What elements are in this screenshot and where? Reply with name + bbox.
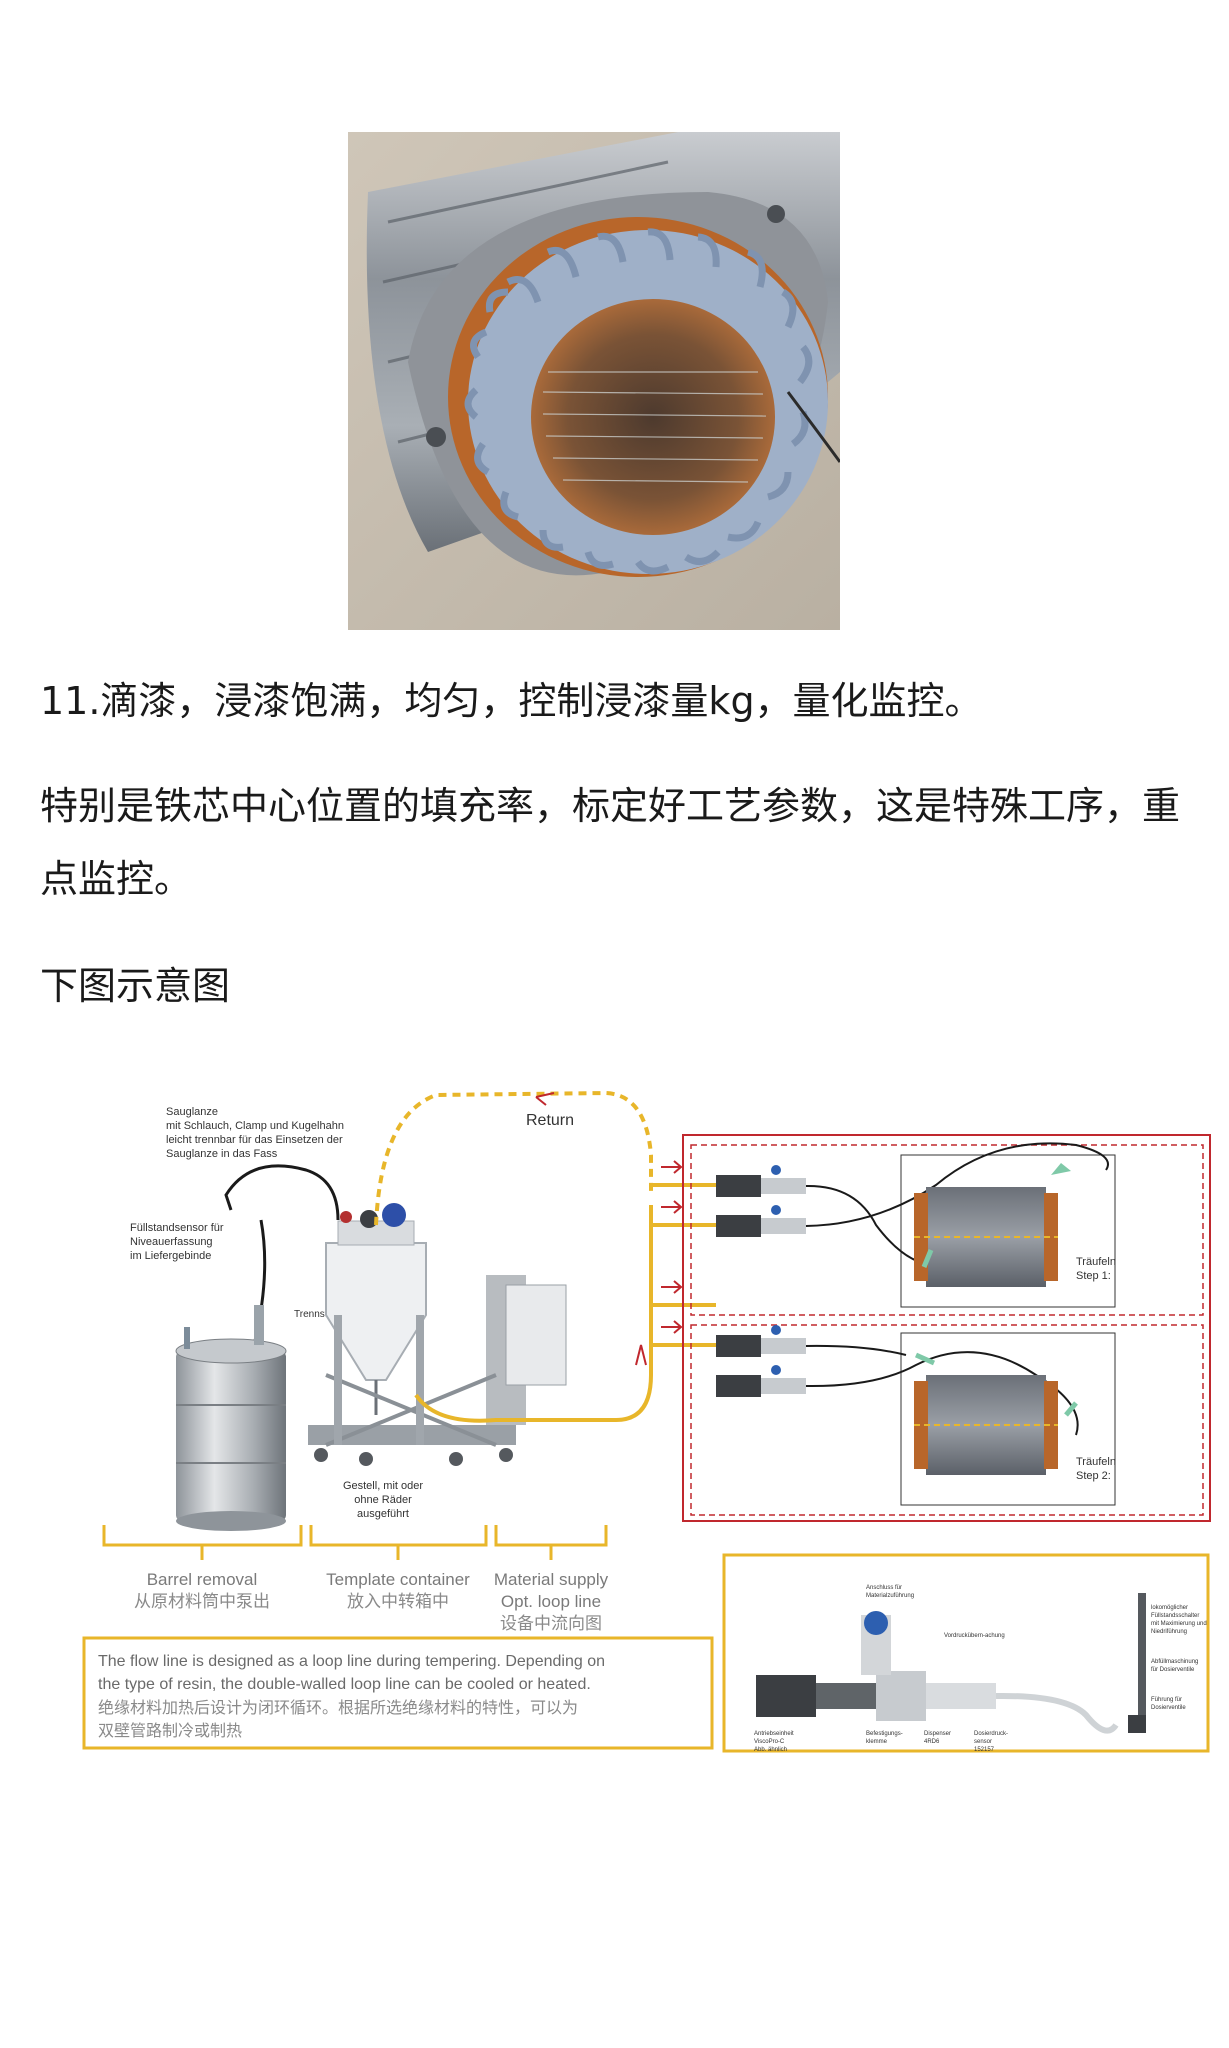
svg-text:4RD6: 4RD6	[924, 1739, 940, 1745]
svg-text:Sauglanze in das Fass: Sauglanze in das Fass	[166, 1148, 278, 1160]
svg-text:Step 1:: Step 1:	[1076, 1270, 1111, 1282]
svg-text:Vordruckübern-achung: Vordruckübern-achung	[944, 1633, 1005, 1639]
step-2-label: Träufeln Step 2:	[1076, 1456, 1116, 1482]
paragraph-diagram-intro: 下图示意图	[40, 950, 1200, 1023]
note-box: The flow line is designed as a loop line…	[84, 1638, 712, 1748]
dripping-system-diagram: Sauglanze mit Schlauch, Clamp und Kugelh…	[76, 1075, 1216, 1785]
svg-text:leicht trennbar für das Einset: leicht trennbar für das Einsetzen der	[166, 1134, 343, 1146]
svg-text:ViscoPro-C: ViscoPro-C	[754, 1739, 785, 1745]
svg-text:Träufeln: Träufeln	[1076, 1456, 1116, 1468]
svg-text:Abfüllmaschinung: Abfüllmaschinung	[1151, 1659, 1198, 1665]
svg-text:im Liefergebinde: im Liefergebinde	[130, 1250, 211, 1262]
svg-text:绝缘材料加热后设计为闭环循环。根据所选绝缘材料的特性，可以为: 绝缘材料加热后设计为闭环循环。根据所选绝缘材料的特性，可以为	[98, 1698, 578, 1717]
svg-text:Befestigungs-: Befestigungs-	[866, 1731, 903, 1737]
svg-text:mit Maximierung und: mit Maximierung und	[1151, 1621, 1207, 1627]
svg-text:Template container: Template container	[326, 1570, 470, 1589]
dispenser-units	[716, 1165, 806, 1397]
svg-text:für Dosierventile: für Dosierventile	[1151, 1667, 1195, 1673]
stator-step-1	[914, 1163, 1071, 1287]
svg-text:从原材料筒中泵出: 从原材料筒中泵出	[134, 1592, 270, 1612]
svg-text:Dosierdruck-: Dosierdruck-	[974, 1731, 1008, 1737]
svg-text:ohne Räder: ohne Räder	[354, 1494, 412, 1506]
svg-text:The flow line is designed as a: The flow line is designed as a loop line…	[98, 1653, 605, 1670]
svg-text:放入中转箱中: 放入中转箱中	[347, 1592, 449, 1612]
svg-text:Abb. ähnlich: Abb. ähnlich	[754, 1747, 787, 1753]
svg-text:Dispenser: Dispenser	[924, 1731, 951, 1737]
svg-text:Niveauerfassung: Niveauerfassung	[130, 1236, 213, 1248]
svg-text:lokomöglicher: lokomöglicher	[1151, 1605, 1188, 1611]
stator-step-2	[914, 1355, 1076, 1475]
svg-text:Material supply: Material supply	[494, 1570, 609, 1589]
resin-barrel	[176, 1305, 286, 1531]
caption-template: Template container 放入中转箱中	[326, 1570, 470, 1612]
paragraph-core-fill: 特别是铁芯中心位置的填充率，标定好工艺参数，这是特殊工序，重点监控。	[40, 770, 1200, 916]
svg-text:Anschluss für: Anschluss für	[866, 1585, 902, 1591]
dispenser-detail-box: Anschluss für Materialzuführung Vordruck…	[724, 1555, 1208, 1753]
sauglanze-label: Sauglanze mit Schlauch, Clamp und Kugelh…	[166, 1106, 344, 1160]
svg-text:mit Schlauch, Clamp und Kugelh: mit Schlauch, Clamp und Kugelhahn	[166, 1120, 344, 1132]
caption-supply: Material supply Opt. loop line 设备中流向图	[494, 1570, 609, 1634]
svg-text:设备中流向图: 设备中流向图	[500, 1614, 602, 1634]
caption-barrel: Barrel removal 从原材料筒中泵出	[134, 1570, 270, 1612]
svg-text:Füllstandsensor für: Füllstandsensor für	[130, 1222, 224, 1234]
svg-text:Step 2:: Step 2:	[1076, 1470, 1111, 1482]
svg-text:sensor: sensor	[974, 1739, 992, 1745]
svg-text:Führung für: Führung für	[1151, 1697, 1182, 1703]
svg-text:ausgeführt: ausgeführt	[357, 1508, 409, 1520]
svg-text:Barrel removal: Barrel removal	[147, 1570, 258, 1589]
svg-text:Materialzuführung: Materialzuführung	[866, 1593, 914, 1599]
template-container	[308, 1203, 566, 1466]
svg-text:Opt. loop line: Opt. loop line	[501, 1592, 601, 1611]
svg-text:the type of resin, the double-: the type of resin, the double-walled loo…	[98, 1676, 591, 1693]
svg-text:双壁管路制冷或制热: 双壁管路制冷或制热	[98, 1721, 242, 1740]
svg-text:Gestell, mit oder: Gestell, mit oder	[343, 1480, 423, 1492]
svg-text:Dosierventile: Dosierventile	[1151, 1705, 1186, 1711]
svg-text:klemme: klemme	[866, 1739, 888, 1745]
paragraph-step-11: 11.滴漆，浸漆饱满，均匀，控制浸漆量kg，量化监控。	[40, 665, 1200, 738]
svg-text:Füllstandsschalter: Füllstandsschalter	[1151, 1613, 1199, 1619]
svg-text:Niedriführung: Niedriführung	[1151, 1629, 1187, 1635]
svg-text:152157: 152157	[974, 1747, 995, 1753]
step-1-label: Träufeln Step 1:	[1076, 1256, 1116, 1282]
stator-photo	[348, 132, 840, 630]
svg-text:Antriebseinheit: Antriebseinheit	[754, 1731, 794, 1737]
fuellstand-label: Füllstandsensor für Niveauerfassung im L…	[130, 1222, 224, 1262]
return-label: Return	[526, 1112, 574, 1129]
gestell-label: Gestell, mit oder ohne Räder ausgeführt	[343, 1480, 423, 1520]
svg-text:Sauglanze: Sauglanze	[166, 1106, 218, 1118]
svg-text:Träufeln: Träufeln	[1076, 1256, 1116, 1268]
